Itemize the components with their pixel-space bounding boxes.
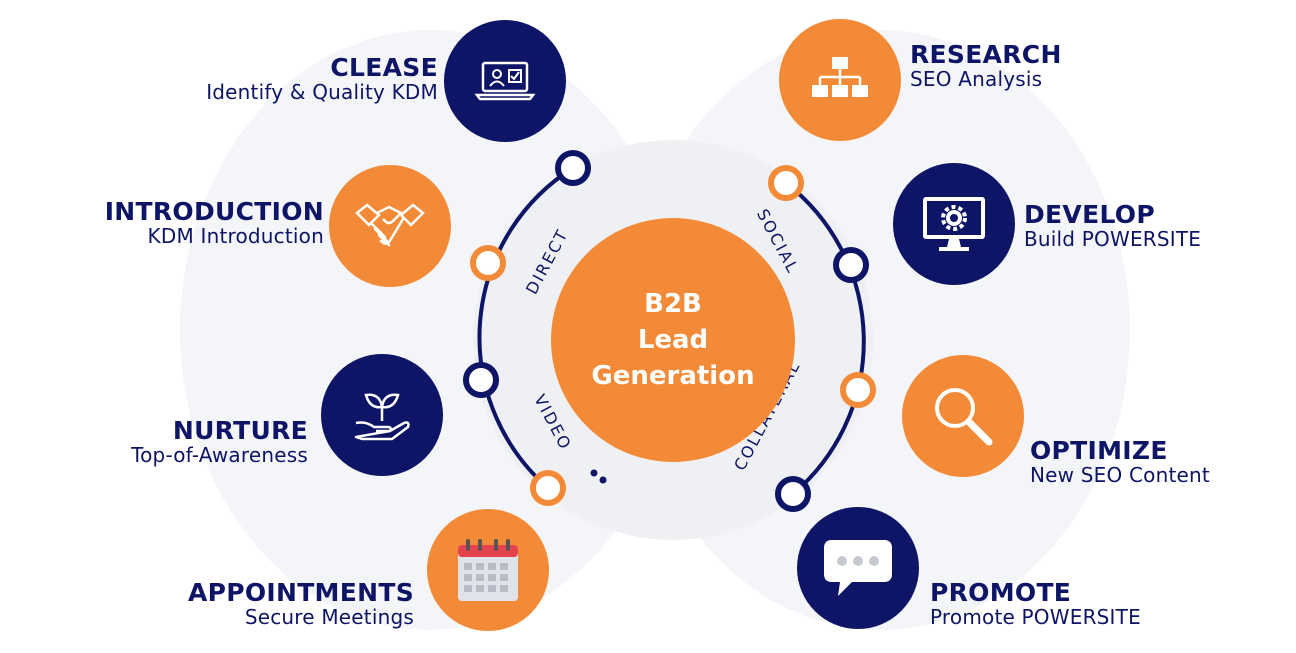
research-title: RESEARCH [910, 40, 1062, 69]
plant-hand-icon [354, 393, 410, 441]
optimize-title: OPTIMIZE [1030, 436, 1168, 465]
develop-subtitle: Build POWERSITE [1024, 227, 1202, 251]
promote-label: PROMOTE Promote POWERSITE [930, 580, 1141, 627]
appointments-label: APPOINTMENTS Secure Meetings [188, 580, 414, 627]
optimize-circle [902, 355, 1024, 477]
nurture-circle [321, 354, 443, 476]
magnifier-icon [935, 388, 993, 446]
ring-dot-right-2 [833, 247, 869, 283]
center-line-2: Lead [637, 325, 709, 355]
handshake-icon [355, 203, 425, 247]
promote-circle [797, 507, 919, 629]
optimize-label: OPTIMIZE New SEO Content [1030, 438, 1210, 485]
promote-subtitle: Promote POWERSITE [930, 605, 1141, 629]
appointments-subtitle: Secure Meetings [244, 605, 414, 629]
laptop-check-icon [474, 61, 536, 101]
develop-circle [893, 163, 1015, 285]
optimize-subtitle: New SEO Content [1030, 463, 1210, 487]
center-line-3: Generation [591, 361, 755, 391]
research-subtitle: SEO Analysis [910, 67, 1043, 91]
decor-dot-1 [590, 469, 598, 477]
research-label: RESEARCH SEO Analysis [910, 42, 1062, 89]
research-circle [779, 19, 901, 141]
ring-dot-right-top [768, 165, 804, 201]
chat-bubble-icon [824, 540, 892, 596]
clease-title: CLEASE [330, 53, 438, 82]
nurture-subtitle: Top-of-Awareness [131, 443, 308, 467]
introduction-circle [329, 165, 451, 287]
monitor-gear-icon [923, 197, 985, 251]
introduction-subtitle: KDM Introduction [147, 224, 324, 248]
nurture-title: NURTURE [172, 416, 308, 445]
nurture-label: NURTURE Top-of-Awareness [131, 418, 308, 465]
develop-label: DEVELOP Build POWERSITE [1024, 202, 1201, 249]
arc-right [784, 181, 866, 496]
ring-dot-right-bottom [775, 476, 811, 512]
ring-dot-right-3 [840, 372, 876, 408]
calendar-icon [458, 539, 518, 601]
promote-title: PROMOTE [930, 578, 1072, 607]
center-circle: B2B Lead Generation [551, 218, 795, 462]
clease-circle [444, 20, 566, 142]
ring-dot-left-3 [463, 362, 499, 398]
clease-label: CLEASE Identify & Quality KDM [206, 55, 438, 102]
appointments-title: APPOINTMENTS [187, 578, 414, 607]
center-line-1: B2B [644, 289, 702, 319]
ring-dot-left-2 [470, 245, 506, 281]
ring-dot-left-top [555, 150, 591, 186]
decor-dot-2 [599, 476, 607, 484]
clease-subtitle: Identify & Quality KDM [206, 80, 438, 104]
develop-title: DEVELOP [1024, 200, 1155, 229]
appointments-circle [427, 509, 549, 631]
introduction-title: INTRODUCTION [104, 197, 324, 226]
introduction-label: INTRODUCTION KDM Introduction [105, 199, 324, 246]
arc-left [477, 166, 575, 490]
sitemap-icon [812, 57, 868, 97]
ring-dot-left-bottom [530, 470, 566, 506]
